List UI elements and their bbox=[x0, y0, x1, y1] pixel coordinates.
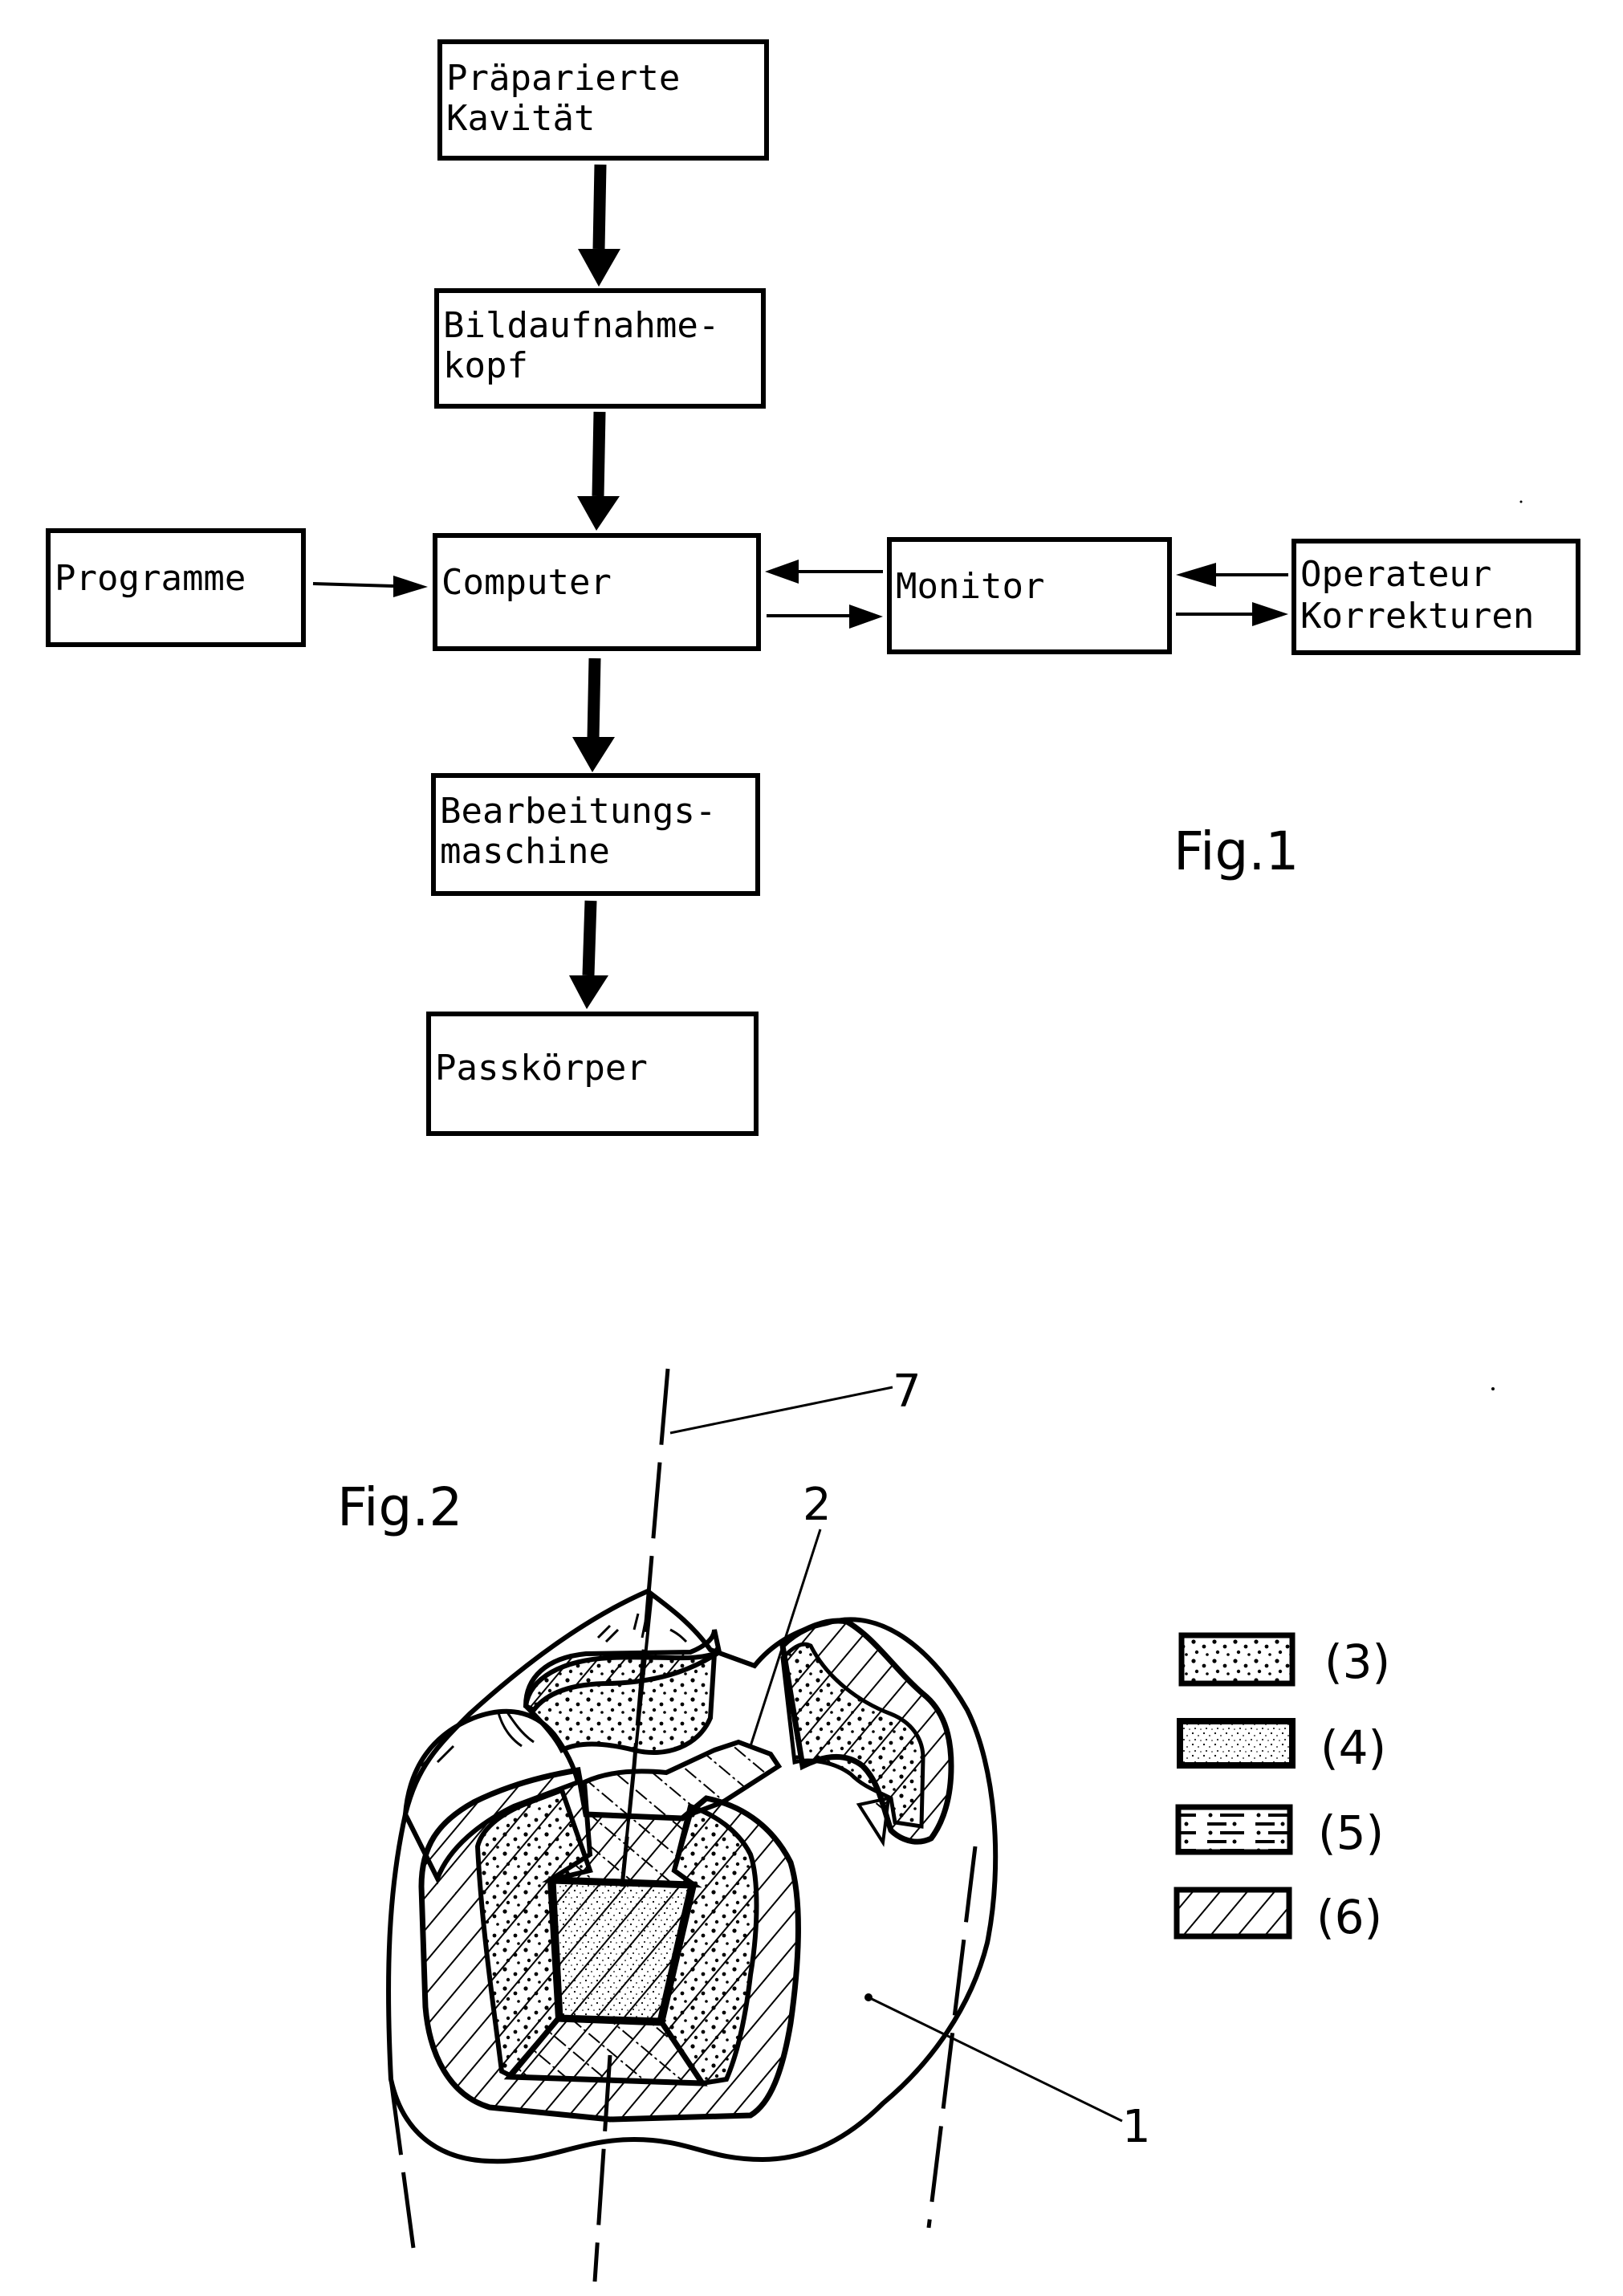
leader-7 bbox=[670, 1387, 893, 1433]
arrow-monitor-to-operateur bbox=[1176, 602, 1288, 626]
leader-1-dot bbox=[864, 1993, 873, 2001]
arrow-operateur-to-monitor bbox=[1176, 563, 1288, 587]
figure-1-flowchart: Präparierte Kavität Bildaufnahme- kopf P… bbox=[48, 42, 1578, 1134]
node-operateur-korrekturen: Operateur Korrekturen bbox=[1294, 541, 1578, 653]
arrow-computer-to-bearbeitung bbox=[572, 658, 615, 772]
ref-label-7: 7 bbox=[893, 1366, 921, 1418]
node-text-line: Passkörper bbox=[435, 1048, 648, 1089]
legend-swatch-coarse-dots bbox=[1182, 1635, 1292, 1683]
ref-label-2: 2 bbox=[803, 1479, 832, 1531]
legend-label: (5) bbox=[1318, 1805, 1384, 1860]
figure-2-label: Fig.2 bbox=[337, 1476, 462, 1538]
legend-label: (3) bbox=[1324, 1634, 1390, 1689]
arrowhead-icon bbox=[578, 249, 620, 287]
layer-5-small-wedge bbox=[859, 1798, 889, 1842]
leader-1 bbox=[868, 1997, 1122, 2121]
node-programme: Programme bbox=[48, 531, 303, 645]
figure-1-label: Fig.1 bbox=[1174, 820, 1299, 882]
node-bildaufnahmekopf: Bildaufnahme- kopf bbox=[437, 291, 763, 406]
figure-2-tooth-illustration: Fig.2 bbox=[337, 501, 1523, 2282]
ref-label-1: 1 bbox=[1122, 2101, 1151, 2153]
node-text-line: Programme bbox=[55, 558, 246, 599]
arrowhead-icon bbox=[569, 975, 608, 1009]
legend-item-4: (4) bbox=[1180, 1720, 1386, 1775]
arrowhead-icon bbox=[849, 605, 883, 629]
arrow-bildaufnahme-to-computer bbox=[577, 412, 620, 531]
node-text-line: Monitor bbox=[896, 566, 1044, 607]
legend: (3) (4) (5) (6) bbox=[1177, 1634, 1390, 1944]
node-text-line: maschine bbox=[440, 831, 610, 872]
arrow-kavitaet-to-bildaufnahme bbox=[578, 165, 620, 287]
legend-item-6: (6) bbox=[1177, 1890, 1382, 1944]
arrowhead-icon bbox=[393, 576, 428, 597]
node-text-line: kopf bbox=[443, 345, 528, 386]
node-text-line: Kavität bbox=[446, 98, 595, 139]
arrowhead-icon bbox=[577, 496, 620, 531]
legend-item-5: (5) bbox=[1178, 1805, 1384, 1860]
root-line-left bbox=[391, 2079, 413, 2248]
node-text-line: Korrekturen bbox=[1300, 596, 1534, 637]
arrow-programme-to-computer bbox=[313, 576, 428, 597]
legend-label: (4) bbox=[1320, 1720, 1386, 1775]
node-monitor: Monitor bbox=[889, 539, 1169, 652]
legend-item-3: (3) bbox=[1182, 1634, 1390, 1689]
node-computer: Computer bbox=[435, 535, 759, 649]
arrow-monitor-to-computer bbox=[765, 560, 883, 584]
arrow-computer-to-monitor bbox=[767, 605, 883, 629]
legend-swatch-diagonal-hatch bbox=[1177, 1890, 1289, 1936]
node-passkoerper: Passkörper bbox=[429, 1014, 756, 1134]
node-text-line: Computer bbox=[441, 562, 612, 603]
node-text-line: Operateur bbox=[1300, 554, 1491, 595]
node-text-line: Bildaufnahme- bbox=[443, 305, 719, 346]
legend-label: (6) bbox=[1316, 1890, 1382, 1944]
arrowhead-icon bbox=[765, 560, 799, 584]
node-text-line: Präparierte bbox=[446, 58, 680, 99]
arrowhead-icon bbox=[1252, 602, 1288, 626]
node-text-line: Bearbeitungs- bbox=[440, 791, 716, 832]
arrow-bearbeitung-to-passkoerper bbox=[569, 901, 608, 1009]
legend-swatch-fine-stipple bbox=[1180, 1721, 1292, 1765]
arrowhead-icon bbox=[572, 737, 615, 772]
arrowhead-icon bbox=[1176, 563, 1216, 587]
scan-speck bbox=[1491, 1387, 1495, 1390]
node-praeparierte-kavitaet: Präparierte Kavität bbox=[440, 42, 767, 158]
node-bearbeitungsmaschine: Bearbeitungs- maschine bbox=[433, 776, 758, 894]
scan-speck bbox=[1520, 501, 1523, 503]
legend-swatch-dash-dot-lines bbox=[1178, 1807, 1290, 1852]
